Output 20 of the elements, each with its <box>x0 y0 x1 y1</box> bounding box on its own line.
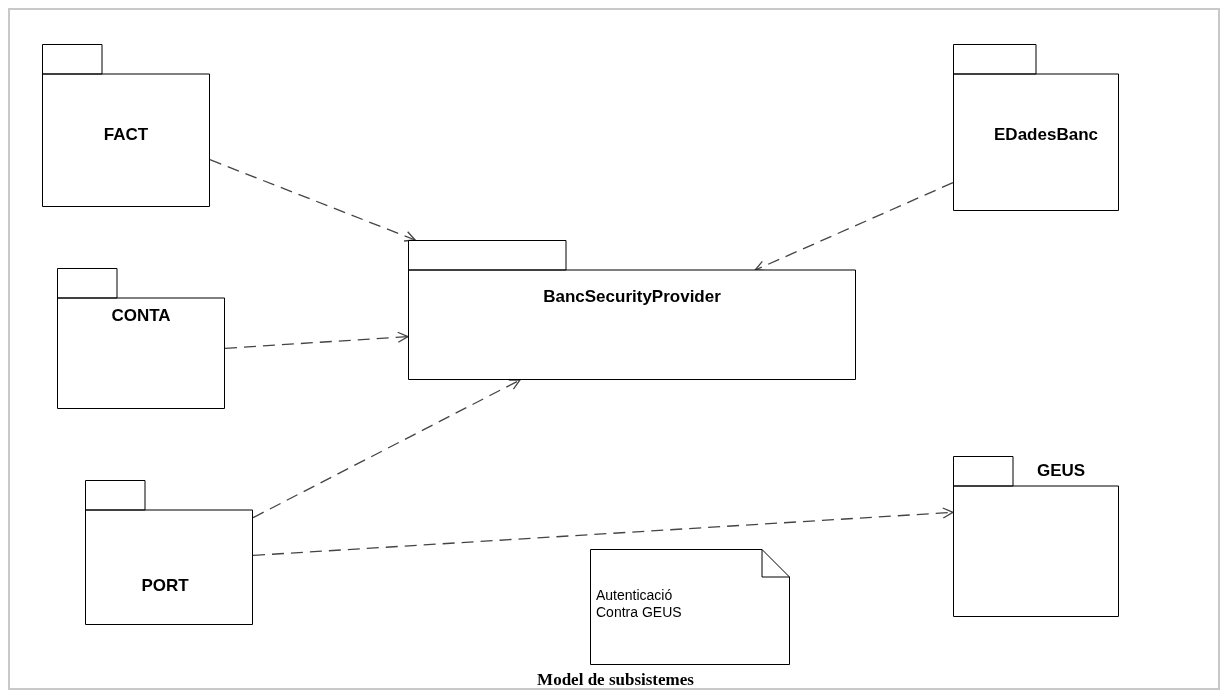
note-shape <box>590 549 790 665</box>
package-name: CONTA <box>111 306 171 326</box>
dependency-arrow <box>224 331 409 349</box>
package-name: FACT <box>103 125 149 145</box>
caption: Model de subsistemes <box>537 670 694 689</box>
package-name: BancSecurityProvider <box>543 287 721 307</box>
package-folder <box>85 480 253 625</box>
package-name: PORT <box>141 576 189 596</box>
dependency-arrow <box>252 507 954 557</box>
package-name: GEUS <box>1036 461 1086 481</box>
package-folder <box>953 44 1119 211</box>
package-folder <box>408 240 856 380</box>
dependency-arrow <box>754 181 954 272</box>
package-folder <box>57 268 225 409</box>
dependency-arrow <box>209 159 416 242</box>
package-folder <box>953 456 1119 617</box>
dependency-arrow <box>252 379 521 519</box>
package-name: EDadesBanc <box>994 125 1098 145</box>
package-folder <box>42 44 210 207</box>
note-text: Autenticació Contra GEUS <box>596 587 683 621</box>
